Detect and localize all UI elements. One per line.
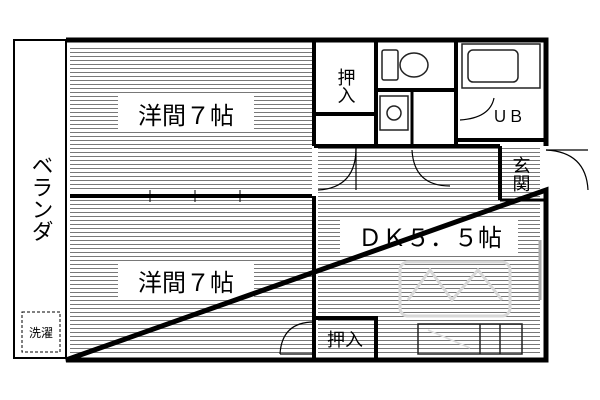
- doors: [279, 97, 589, 355]
- washing-machine-label: 洗濯: [29, 326, 53, 340]
- floor-hatching: [70, 46, 540, 354]
- bathtub-icon: [461, 43, 541, 89]
- watermark: [398, 260, 512, 318]
- veranda-label: ベランダ: [28, 154, 53, 242]
- sliding-door-marks: [149, 190, 241, 202]
- door-ub: [459, 97, 495, 121]
- closet-lower-label: 押入: [327, 330, 363, 351]
- sink-icon: [379, 95, 409, 131]
- western-room-upper-label: 洋間７帖: [138, 102, 234, 130]
- walls: [65, 37, 549, 363]
- entrance-label: 玄関: [510, 156, 531, 192]
- ub-label: ＵＢ: [492, 107, 524, 126]
- closet-upper-label: 押入: [335, 68, 356, 104]
- toilet-icon: [381, 49, 429, 81]
- washing-machine-area: [21, 311, 61, 353]
- dk-label: ＤＫ５．５帖: [358, 224, 502, 252]
- door-closet-lower: [279, 321, 315, 355]
- door-entrance: [545, 149, 589, 191]
- veranda: [13, 39, 67, 359]
- door-washroom: [411, 149, 451, 187]
- kitchen-counter-icon: [417, 323, 523, 355]
- western-room-lower-label: 洋間７帖: [138, 269, 234, 297]
